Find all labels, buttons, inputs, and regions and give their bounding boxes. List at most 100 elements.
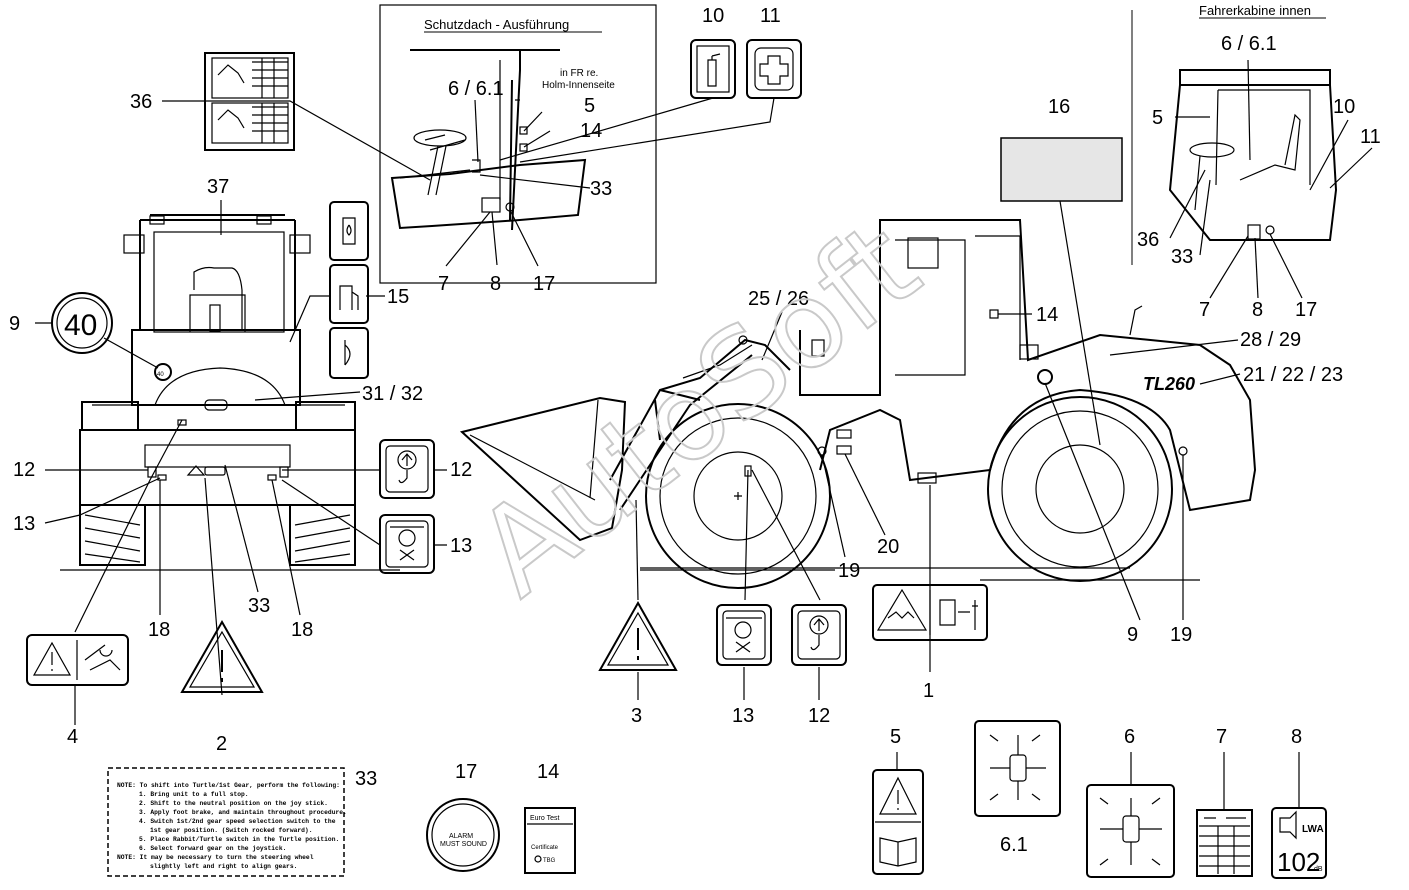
decal-tie-down: 13 bbox=[281, 479, 472, 574]
lifting-hook-icon bbox=[810, 618, 825, 651]
label-25-26: 25 / 26 bbox=[748, 288, 809, 310]
label-7c: 7 bbox=[1216, 726, 1227, 748]
note-line-3: 2. Shift to the neutral position on the … bbox=[139, 800, 328, 807]
label-6-6.1b: 6 / 6.1 bbox=[1221, 33, 1277, 55]
fahrerkabine-title: Fahrerkabine innen bbox=[1199, 3, 1311, 18]
label-9: 9 bbox=[9, 313, 20, 335]
decal-extinguisher: 10 bbox=[499, 5, 736, 161]
decal-lift-point: 12 bbox=[282, 439, 472, 499]
first-aid-cross-icon bbox=[759, 55, 789, 85]
decal-16: 16 bbox=[1000, 96, 1123, 446]
warning-triangle-icon bbox=[598, 600, 678, 671]
label-12: 12 bbox=[13, 459, 35, 481]
label-7b: 7 bbox=[1199, 299, 1210, 321]
joystick-functions-icon bbox=[1099, 797, 1162, 866]
crush-hazard-icon bbox=[84, 644, 121, 671]
noise-unit: dB bbox=[1314, 866, 1323, 873]
decal-alarm-17: 17 ALARM MUST SOUND bbox=[426, 761, 500, 872]
label-36: 36 bbox=[130, 91, 152, 113]
holm-note: Holm-Innenseite bbox=[542, 80, 615, 91]
label-1: 1 bbox=[923, 680, 934, 702]
euro-test-tbg: TBG bbox=[543, 858, 556, 864]
front-view-loader: 37 40 9 40 bbox=[9, 176, 423, 696]
lifting-hook-icon bbox=[398, 453, 413, 484]
label-10b: 10 bbox=[1333, 96, 1355, 118]
decal-first-aid: 11 bbox=[519, 5, 802, 163]
decal-euro-test-14: 14 Euro Test Certificate TBG bbox=[524, 761, 576, 874]
note-line-4: 3. Apply foot brake, and maintain throug… bbox=[139, 809, 347, 816]
euro-test-cert: Certificate bbox=[531, 845, 559, 851]
manual-book-icon bbox=[879, 837, 917, 867]
label-33d: 33 bbox=[355, 768, 377, 790]
label-14: 14 bbox=[580, 120, 602, 142]
label-8c: 8 bbox=[1291, 726, 1302, 748]
label-12: 12 bbox=[450, 459, 472, 481]
decal-load-chart: 36 bbox=[130, 52, 431, 181]
label-5: 5 bbox=[584, 95, 595, 117]
tie-down-icon bbox=[734, 621, 752, 653]
label-11: 11 bbox=[760, 5, 781, 27]
label-11b: 11 bbox=[1360, 126, 1381, 148]
decal-7: 7 bbox=[1196, 726, 1253, 877]
label-8: 8 bbox=[490, 273, 501, 295]
decal-13-bottom: 13 bbox=[716, 604, 772, 727]
fire-extinguisher-icon bbox=[707, 53, 721, 87]
warning-triangle-icon bbox=[876, 588, 928, 631]
warning-triangle-icon bbox=[879, 776, 917, 815]
label-19b: 19 bbox=[1170, 624, 1192, 646]
label-18b: 18 bbox=[291, 619, 313, 641]
warning-triangle-icon bbox=[32, 641, 72, 676]
label-14: 14 bbox=[1036, 304, 1058, 326]
label-36b: 36 bbox=[1137, 229, 1159, 251]
decal-8-noise: 8 LWA 102 dB bbox=[1271, 726, 1327, 879]
label-6-1: 6.1 bbox=[1000, 834, 1028, 856]
label-14c: 14 bbox=[537, 761, 559, 783]
label-13: 13 bbox=[450, 535, 472, 557]
watermark: AutoSoft bbox=[452, 196, 944, 623]
side-view-loader: TL260 25 / 26 14 28 / 29 21 / 22 / 23 20… bbox=[459, 219, 1343, 672]
decal-2: 2 bbox=[180, 619, 264, 755]
noise-value: 102 bbox=[1277, 847, 1320, 877]
note-line-7: 5. Place Rabbit/Turtle switch in the Tur… bbox=[139, 836, 339, 843]
label-4: 4 bbox=[67, 726, 78, 748]
label-33: 33 bbox=[590, 178, 612, 200]
label-20: 20 bbox=[877, 536, 899, 558]
label-5b: 5 bbox=[1152, 107, 1163, 129]
inset-fahrerkabine: Fahrerkabine innen 6 / 6.1 5 10 11 36 33… bbox=[1137, 3, 1381, 321]
label-33: 33 bbox=[248, 595, 270, 617]
note-line-5: 4. Switch 1st/2nd gear speed selection s… bbox=[139, 818, 336, 825]
schutzdach-title: Schutzdach - Ausführung bbox=[424, 17, 569, 32]
note-line-6: 1st gear position. (Switch rocked forwar… bbox=[150, 827, 313, 834]
decal-3: 3 bbox=[598, 600, 678, 727]
decal-6: 6 bbox=[1086, 726, 1175, 878]
label-12c: 12 bbox=[808, 705, 830, 727]
fuel-pump-icon bbox=[339, 285, 359, 310]
label-31-32: 31 / 32 bbox=[362, 383, 423, 405]
label-16: 16 bbox=[1048, 96, 1070, 118]
hydraulic-oil-icon bbox=[342, 217, 356, 245]
note-line-10: slightly left and right to align gears. bbox=[150, 863, 297, 870]
alarm-line-2: MUST SOUND bbox=[440, 841, 487, 848]
label-17c: 17 bbox=[455, 761, 477, 783]
label-19: 19 bbox=[838, 560, 860, 582]
label-17b: 17 bbox=[1295, 299, 1317, 321]
label-21-22-23: 21 / 22 / 23 bbox=[1243, 364, 1343, 386]
decal-1: 1 bbox=[872, 584, 988, 702]
euro-test-title: Euro Test bbox=[530, 815, 559, 822]
speed-limit-sign: 40 bbox=[64, 309, 97, 342]
noise-level-icon bbox=[1279, 810, 1297, 840]
note-line-9: NOTE: It may be necessary to turn the st… bbox=[117, 854, 314, 861]
keep-distance-icon bbox=[939, 599, 978, 630]
note-line-1: NOTE: To shift into Turtle/1st Gear, per… bbox=[117, 782, 340, 789]
decal-note-33: NOTE: To shift into Turtle/1st Gear, per… bbox=[107, 767, 377, 877]
label-28-29: 28 / 29 bbox=[1240, 329, 1301, 351]
svg-text:40: 40 bbox=[157, 372, 164, 378]
decal-fluid-icons: 15 bbox=[289, 201, 409, 379]
inset-schutzdach: Schutzdach - Ausführung in FR re. Holm-I… bbox=[379, 4, 657, 295]
label-33c: 33 bbox=[1171, 246, 1193, 268]
label-9b: 9 bbox=[1127, 624, 1138, 646]
label-7: 7 bbox=[438, 273, 449, 295]
decal-12-bottom: 12 bbox=[791, 604, 847, 727]
label-13c: 13 bbox=[732, 705, 754, 727]
